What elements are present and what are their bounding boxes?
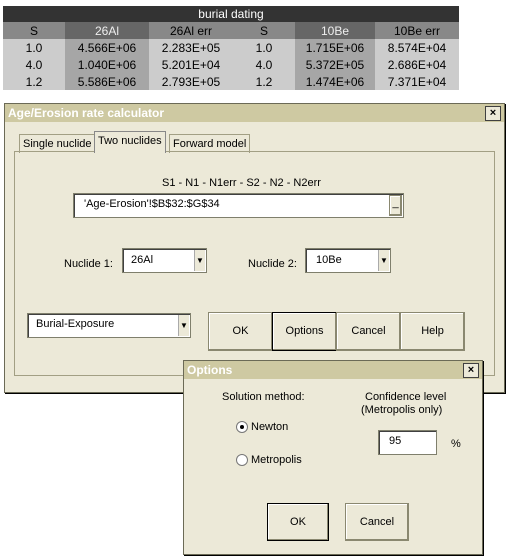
- table-row: 4.0 1.040E+06 5.201E+04 4.0 5.372E+05 2.…: [3, 56, 459, 73]
- cell[interactable]: 5.372E+05: [295, 56, 375, 73]
- header-26al[interactable]: 26Al: [65, 22, 149, 39]
- cell[interactable]: 2.793E+05: [149, 73, 233, 90]
- help-button[interactable]: Help: [400, 312, 465, 351]
- cell[interactable]: 5.201E+04: [149, 56, 233, 73]
- cell[interactable]: 1.040E+06: [65, 56, 149, 73]
- solution-method-label: Solution method:: [222, 391, 305, 403]
- nuclide2-select[interactable]: 10Be ▼: [305, 248, 391, 273]
- tab-two-nuclides[interactable]: Two nuclides: [94, 131, 166, 153]
- radio-metropolis[interactable]: [236, 454, 248, 466]
- header-s2[interactable]: S: [233, 22, 295, 39]
- mode-select[interactable]: Burial-Exposure ▼: [27, 313, 191, 338]
- header-10be[interactable]: 10Be: [295, 22, 375, 39]
- options-title: Options: [184, 361, 482, 379]
- chevron-down-icon[interactable]: ▼: [194, 250, 205, 271]
- table-row: 1.0 4.566E+06 2.283E+05 1.0 1.715E+06 8.…: [3, 39, 459, 56]
- options-cancel-button[interactable]: Cancel: [345, 503, 409, 541]
- sheet-title: burial dating: [3, 6, 459, 22]
- header-s1[interactable]: S: [3, 22, 65, 39]
- table-row: 1.2 5.586E+06 2.793E+05 1.2 1.474E+06 7.…: [3, 73, 459, 90]
- ok-button[interactable]: OK: [208, 312, 273, 351]
- mode-value: Burial-Exposure: [36, 318, 115, 330]
- close-button[interactable]: ×: [463, 363, 479, 378]
- spreadsheet-table: burial dating S 26Al 26Al err S 10Be 10B…: [3, 6, 459, 90]
- confidence-label: Confidence level: [365, 391, 447, 403]
- radio-metropolis-label: Metropolis: [251, 454, 302, 466]
- cancel-button[interactable]: Cancel: [336, 312, 401, 351]
- cell[interactable]: 2.283E+05: [149, 39, 233, 56]
- percent-label: %: [451, 438, 461, 450]
- cell[interactable]: 1.2: [3, 73, 65, 90]
- tab-single-nuclide[interactable]: Single nuclide: [19, 134, 96, 153]
- range-label: S1 - N1 - N1err - S2 - N2 - N2err: [162, 177, 321, 189]
- confidence-value: 95: [389, 435, 402, 447]
- calculator-title: Age/Erosion rate calculator: [5, 104, 504, 122]
- cell[interactable]: 1.0: [3, 39, 65, 56]
- cell[interactable]: 2.686E+04: [375, 56, 459, 73]
- cell[interactable]: 4.566E+06: [65, 39, 149, 56]
- options-ok-button[interactable]: OK: [267, 503, 329, 541]
- cell[interactable]: 5.586E+06: [65, 73, 149, 90]
- options-button[interactable]: Options: [272, 312, 337, 351]
- cell[interactable]: 1.2: [233, 73, 295, 90]
- confidence-sublabel: (Metropolis only): [361, 404, 443, 416]
- range-value: 'Age-Erosion'!$B$32:$G$34: [84, 198, 220, 210]
- cell[interactable]: 4.0: [233, 56, 295, 73]
- cell[interactable]: 4.0: [3, 56, 65, 73]
- chevron-down-icon[interactable]: ▼: [378, 250, 389, 271]
- nuclide2-label: Nuclide 2:: [248, 258, 297, 270]
- range-input[interactable]: 'Age-Erosion'!$B$32:$G$34 _: [73, 193, 404, 218]
- cell[interactable]: 8.574E+04: [375, 39, 459, 56]
- header-10be-err[interactable]: 10Be err: [375, 22, 459, 39]
- options-dialog: Options × Solution method: Newton Metrop…: [183, 360, 483, 555]
- cell[interactable]: 7.371E+04: [375, 73, 459, 90]
- cell[interactable]: 1.0: [233, 39, 295, 56]
- nuclide1-label: Nuclide 1:: [64, 258, 113, 270]
- cell[interactable]: 1.715E+06: [295, 39, 375, 56]
- close-button[interactable]: ×: [485, 106, 501, 121]
- nuclide1-value: 26Al: [131, 254, 154, 266]
- nuclide1-select[interactable]: 26Al ▼: [122, 248, 207, 273]
- chevron-down-icon[interactable]: ▼: [178, 315, 189, 336]
- header-26al-err[interactable]: 26Al err: [149, 22, 233, 39]
- range-select-button[interactable]: _: [389, 195, 402, 216]
- radio-newton[interactable]: [236, 421, 248, 433]
- nuclide2-value: 10Be: [316, 254, 342, 266]
- tab-forward-model[interactable]: Forward model: [169, 134, 251, 153]
- radio-newton-label: Newton: [251, 421, 289, 433]
- confidence-input[interactable]: 95: [378, 430, 437, 455]
- cell[interactable]: 1.474E+06: [295, 73, 375, 90]
